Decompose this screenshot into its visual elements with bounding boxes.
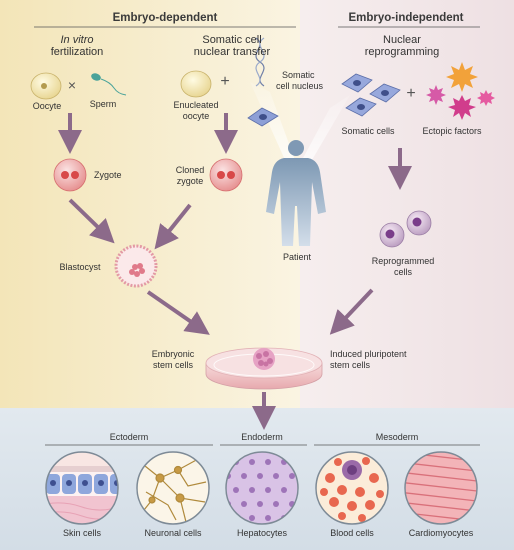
embryonic-stem-cells-label-line1: Embryonic [151,349,195,359]
enucleated-oocyte-label-line1: Enucleated [173,100,219,110]
zygote-label: Zygote [94,170,122,180]
somatic-cells-label: Somatic cells [341,126,395,136]
blastocyst-icon [114,244,158,288]
cardiomyocytes-label: Cardiomyocytes [408,528,474,538]
arrow-zygote-to-blastocyst [68,198,115,244]
sperm-label: Sperm [89,99,117,109]
neuronal-cells-icon [136,451,210,525]
arrow-cloned-to-blastocyst [154,203,192,250]
patient-figure [266,140,326,246]
oocyte-icon [30,72,62,100]
cloned-zygote-label-line2: zygote [176,176,204,186]
arrow-blastocyst-to-esc [146,290,210,335]
enucleated-oocyte-icon [180,70,212,98]
somatic-nucleus-label-line1: Somatic [282,70,315,80]
embryo-independent-header: Embryo-independent [348,12,464,24]
light-beam-right [302,95,350,160]
enucleated-oocyte-label-line2: oocyte [182,111,210,121]
reprogrammed-cells-icon [379,210,432,248]
ivf-heading-line1: In vitro [60,34,94,46]
zygote-icon [53,158,87,192]
flow-arrows [58,113,412,430]
oocyte-label: Oocyte [32,101,62,111]
patient-label: Patient [282,252,312,262]
nr-heading-line2: reprogramming [364,46,440,58]
ectoderm-label: Ectoderm [109,432,149,442]
somatic-cell-nucleus-icon [247,107,279,127]
cloned-zygote-icon [209,158,243,192]
plus-symbol-nr: + [406,85,416,102]
mesoderm-label: Mesoderm [375,432,419,442]
embryo-dependent-header: Embryo-dependent [112,12,218,24]
somatic-cells-icon [341,73,401,117]
ips-cells-label-line1: Induced pluripotent [330,349,407,359]
ips-cells-label-line2: stem cells [330,360,371,370]
cardiomyocytes-icon [404,451,478,525]
reprogrammed-cells-label-line2: cells [393,267,413,277]
light-beam-left [250,82,295,160]
somatic-nucleus-label-line2: cell nucleus [276,81,324,91]
embryo-dependent-panel [0,0,300,408]
sperm-icon [91,73,127,96]
embryonic-stem-cells-label-line2: stem cells [152,360,194,370]
ectopic-factors-label: Ectopic factors [422,126,482,136]
scnt-heading-line1: Somatic cell [202,34,262,46]
hepatocytes-icon [225,451,299,525]
cloned-zygote-label-line1: Cloned [175,165,205,175]
embryo-independent-panel [300,0,514,408]
dna-icon [255,37,265,87]
arrow-reprogrammed-to-ips [329,288,374,335]
ectopic-factors-icon [426,62,495,120]
blood-cells-label: Blood cells [330,528,374,538]
nr-heading-line1: Nuclear [383,34,421,46]
ivf-heading-line2: fertilization [50,46,104,58]
neuronal-cells-label: Neuronal cells [144,528,202,538]
scnt-heading-line2: nuclear transfer [193,46,271,58]
times-symbol: × [67,77,77,93]
reprogrammed-cells-label-line1: Reprogrammed [371,256,435,266]
blastocyst-label: Blastocyst [59,262,101,272]
skin-cells-label: Skin cells [62,528,102,538]
hepatocytes-label: Hepatocytes [236,528,288,538]
blood-cells-icon [315,451,389,525]
endoderm-label: Endoderm [241,432,283,442]
plus-symbol-scnt: + [220,73,230,90]
petri-dish-icon [205,347,323,390]
